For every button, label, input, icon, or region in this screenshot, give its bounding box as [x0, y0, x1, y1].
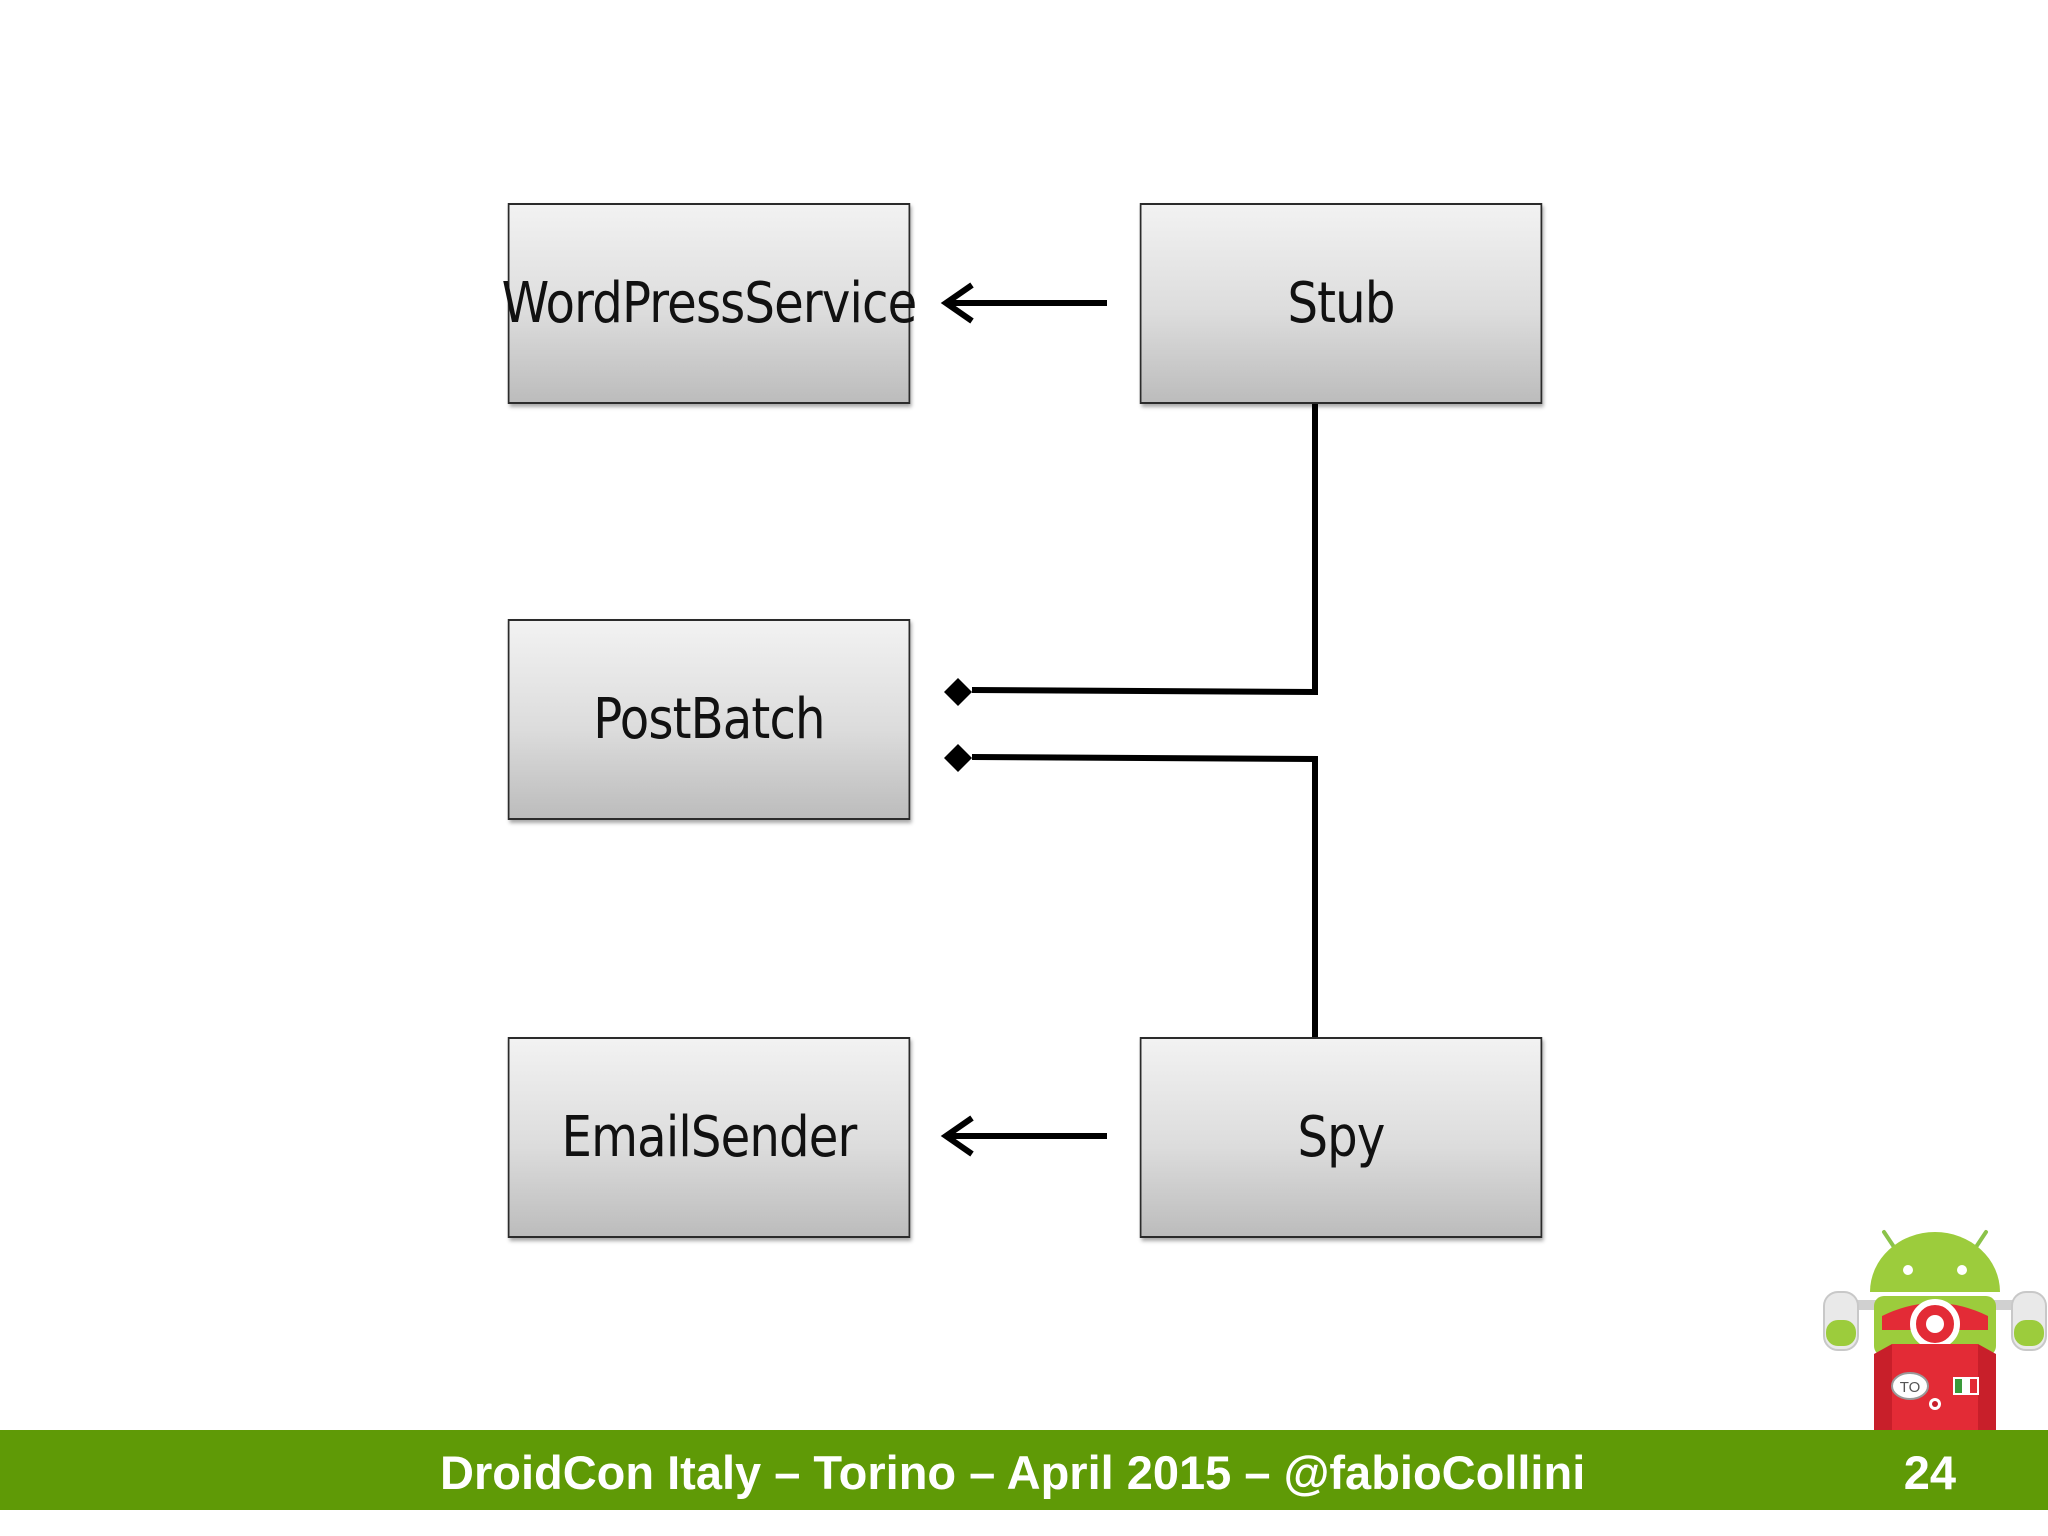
box-label: PostBatch: [593, 687, 825, 752]
box-label: EmailSender: [561, 1105, 858, 1170]
box-spy: Spy: [1139, 1037, 1543, 1238]
open-arrowhead-icon: [940, 282, 974, 324]
open-arrowhead-icon: [940, 1115, 974, 1157]
footer-text: DroidCon Italy – Torino – April 2015 – @…: [440, 1446, 1586, 1499]
box-postbatch: PostBatch: [507, 619, 911, 820]
mascot-badge-text: TO: [1900, 1379, 1921, 1396]
box-label: Spy: [1297, 1105, 1385, 1170]
box-wordpressservice: WordPressService: [502, 203, 917, 404]
box-emailsender: EmailSender: [507, 1037, 911, 1238]
footer-bar: [0, 1430, 2048, 1510]
box-stub: Stub: [1139, 203, 1543, 404]
edge-spy-to-emailsender: [940, 1115, 1107, 1157]
android-vespa-mascot-icon: TO: [1823, 1230, 2047, 1432]
box-label: WordPressService: [501, 271, 918, 336]
page-number: 24: [1903, 1446, 1956, 1499]
box-label: Stub: [1287, 271, 1395, 336]
edge-stub-to-wordpressservice: [940, 282, 1107, 324]
diamond-icon: [944, 744, 972, 772]
edge-stub-to-postbatch: [944, 404, 1318, 706]
edge-spy-to-postbatch: [944, 744, 1318, 1037]
diamond-icon: [944, 678, 972, 706]
